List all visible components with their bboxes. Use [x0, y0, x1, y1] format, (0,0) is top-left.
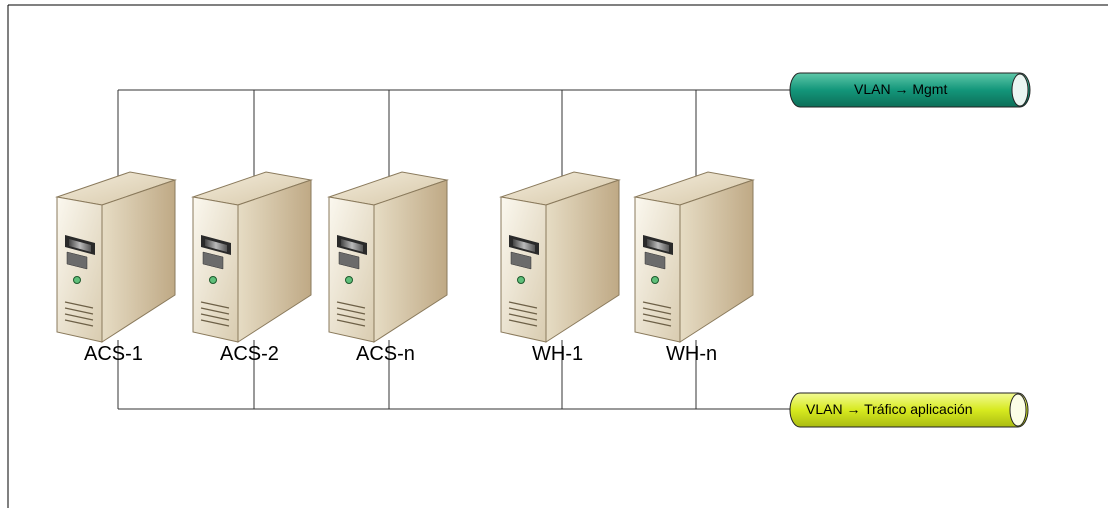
- server-label-wh-n: WH-n: [666, 343, 718, 365]
- server-acs-1-icon: [55, 171, 177, 343]
- vlan-mgmt-label: VLAN → Mgmt: [854, 81, 948, 97]
- server-acs-2-icon: [191, 171, 313, 343]
- server-label-wh-1: WH-1: [532, 343, 584, 365]
- vlan-app-label: VLAN → Tráfico aplicación: [806, 401, 973, 417]
- vlan-mgmt-pipe: [789, 72, 1031, 108]
- vlan-app-pipe: [789, 392, 1029, 428]
- server-label-acs-n: ACS-n: [356, 343, 415, 365]
- mgmt-bus: [117, 89, 792, 220]
- server-wh-n-icon: [633, 171, 755, 343]
- server-label-acs-2: ACS-2: [220, 343, 279, 365]
- server-acs-n-icon: [327, 171, 449, 343]
- server-label-acs-1: ACS-1: [84, 343, 143, 365]
- app-bus: [117, 340, 792, 410]
- server-wh-1-icon: [499, 171, 621, 343]
- servers-group: [55, 171, 755, 343]
